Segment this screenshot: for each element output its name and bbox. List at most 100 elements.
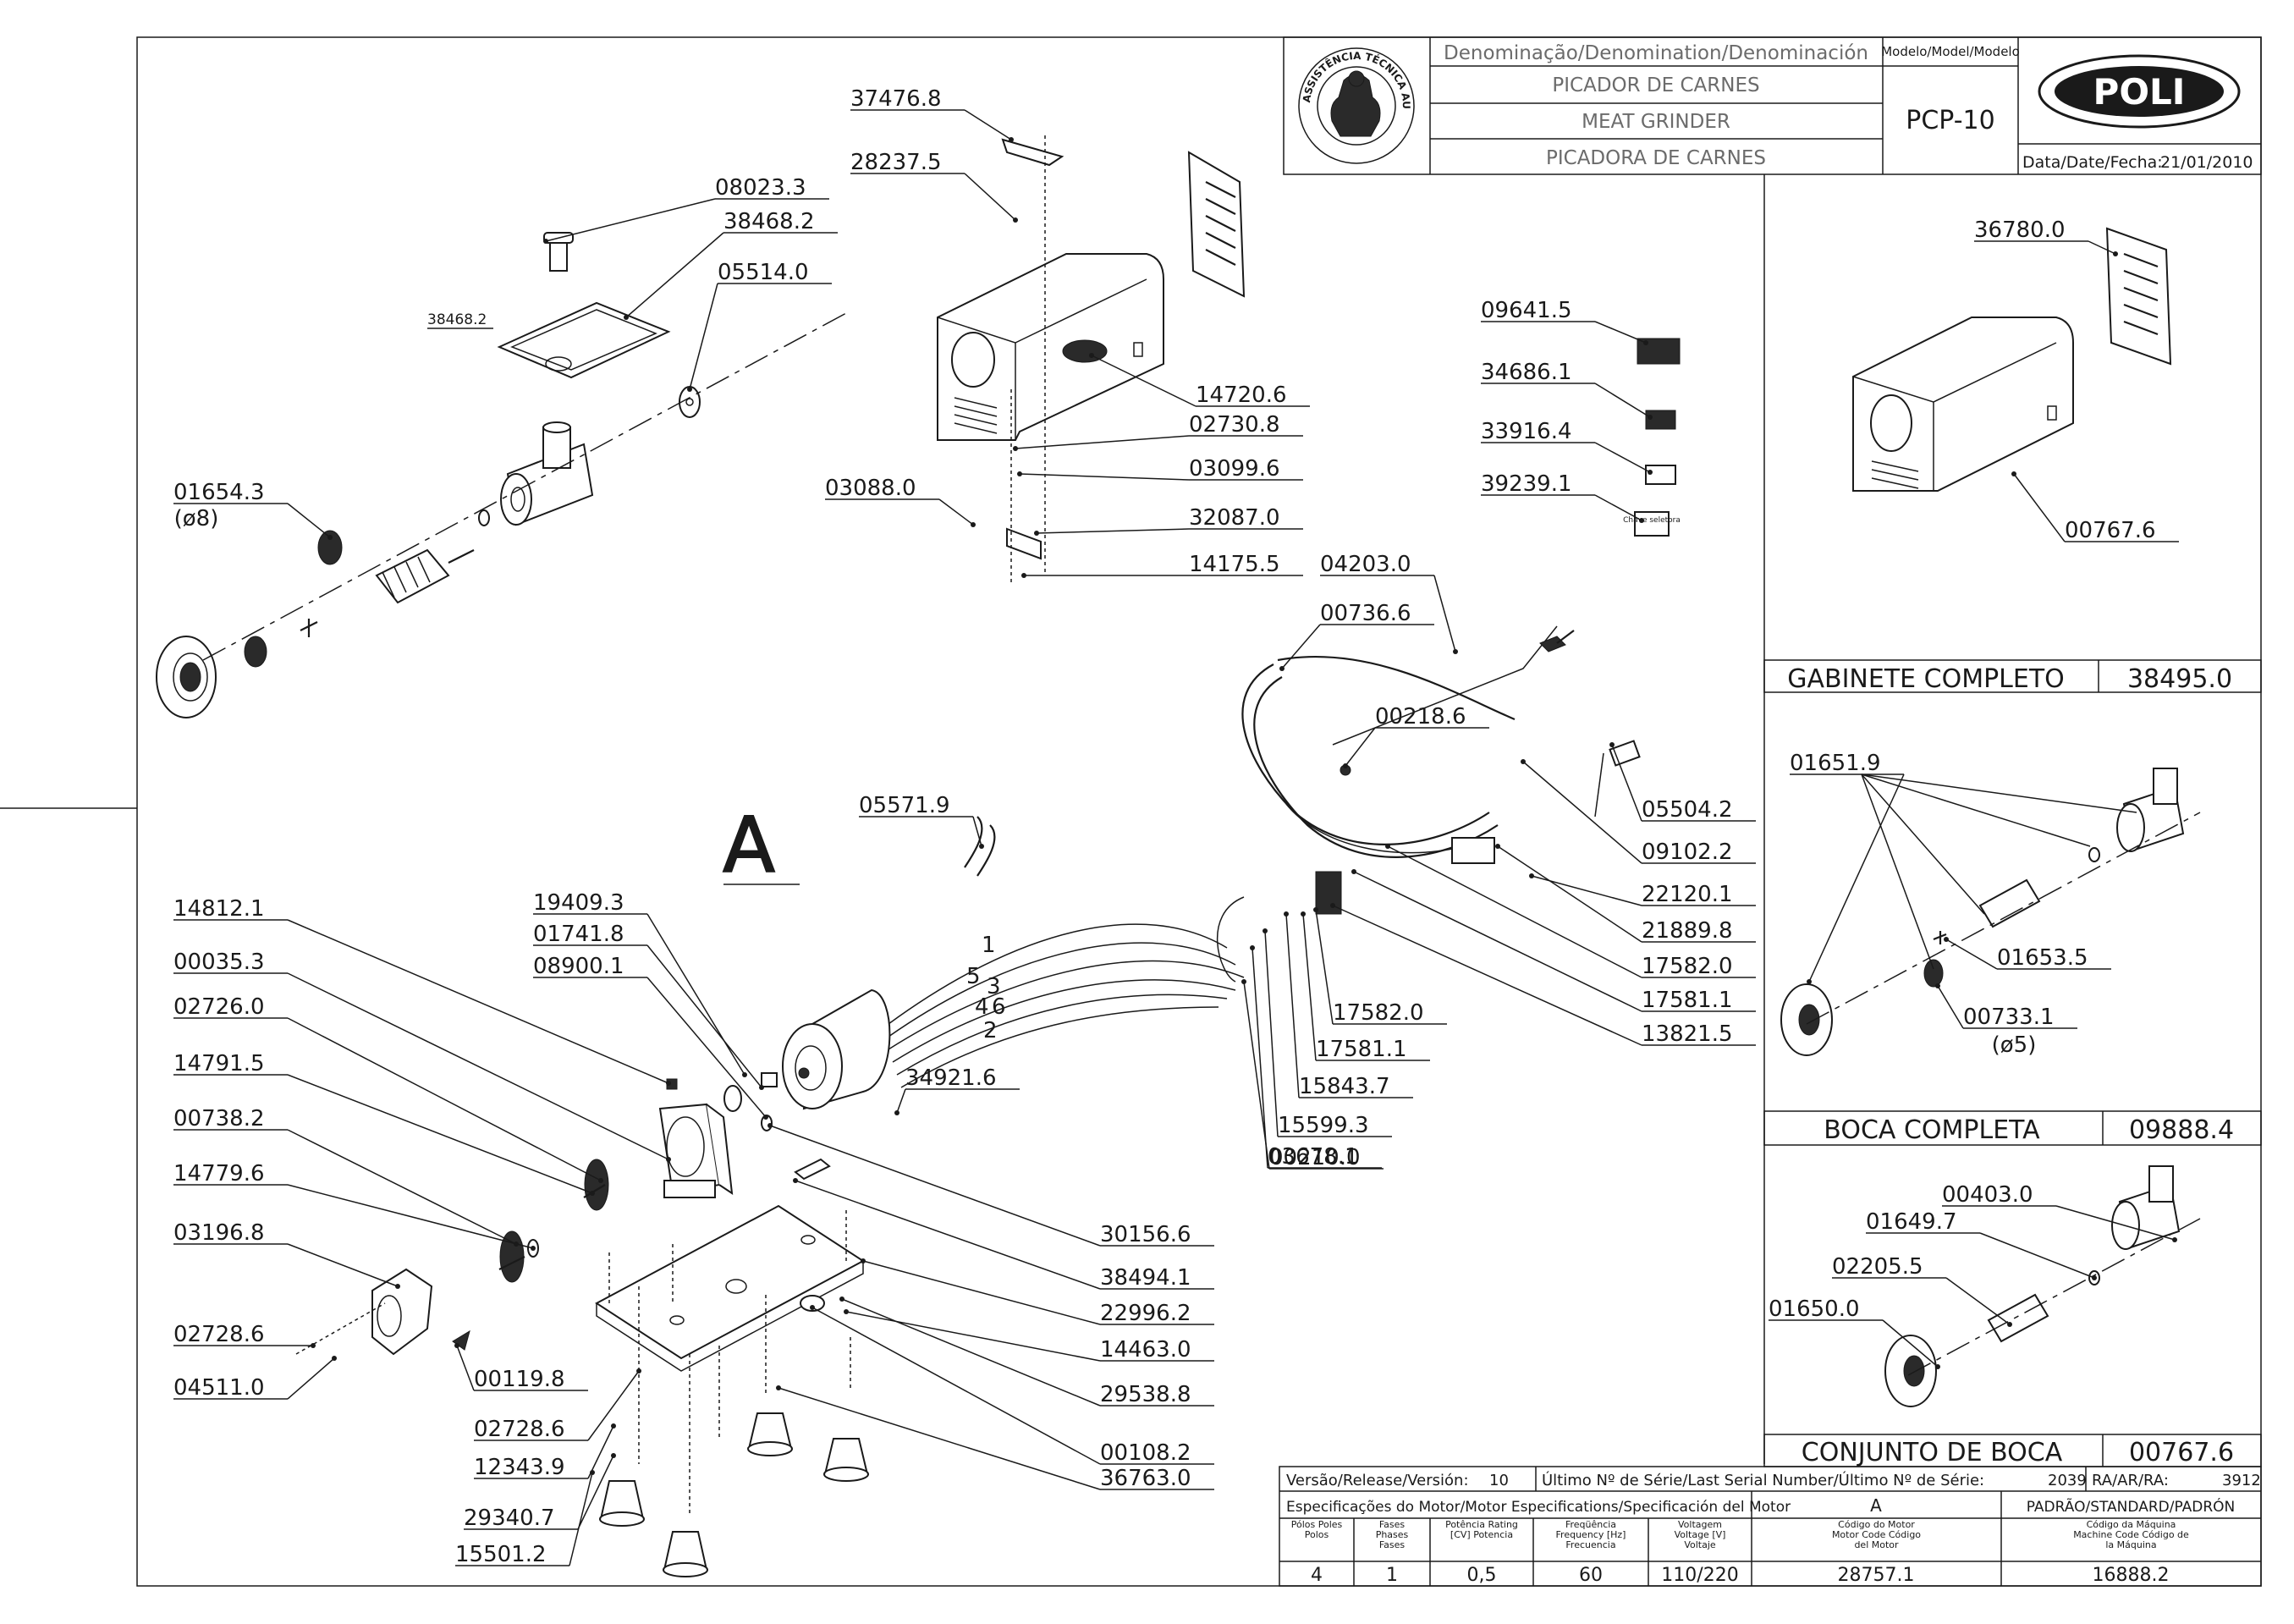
part-callout: 01651.9 — [1790, 751, 1881, 776]
denomination-header: Denominação/Denomination/Denominación — [1444, 42, 1868, 64]
part-callout: 04511.0 — [173, 1375, 265, 1401]
leader-line — [569, 1472, 593, 1566]
leader-line — [287, 919, 669, 1084]
seal-text: ASSISTÊNCIA TÉCNICA AUTORIZADA — [0, 0, 1412, 109]
leader-dot — [1034, 531, 1039, 536]
leader-dot — [590, 1470, 595, 1475]
leader-dot — [666, 1081, 671, 1086]
leader-line — [1945, 1277, 2011, 1325]
leader-line — [1937, 985, 1964, 1029]
leader-line — [1979, 1232, 2095, 1279]
part-callout: 17581.1 — [1316, 1037, 1407, 1062]
leader-dot — [839, 1296, 844, 1302]
part-callout: 03088.0 — [825, 476, 916, 501]
leader-line — [896, 1088, 906, 1114]
leader-dot — [1089, 353, 1094, 358]
part-callout: 33916.4 — [1481, 419, 1572, 444]
decal-rating — [1645, 410, 1676, 430]
part-callout: 01741.8 — [533, 922, 624, 947]
part-callout: 39239.1 — [1481, 471, 1572, 497]
part-callout: 05504.2 — [1642, 797, 1733, 823]
cabinet-complete-view — [1852, 227, 2172, 492]
callouts: 37476.828237.508023.338468.238468.205514… — [173, 86, 2156, 1567]
leader-line — [2013, 473, 2066, 542]
leader-line — [646, 977, 767, 1118]
leader-line — [1882, 1319, 1939, 1368]
standard-label: PADRÃO/STANDARD/PADRÓN — [2027, 1497, 2236, 1516]
leader-line — [287, 972, 669, 1160]
part-callout: 17582.0 — [1333, 1000, 1424, 1026]
leader-line — [456, 1345, 475, 1391]
col-header-voltage: Voltagem Voltage [V] Voltaje — [1674, 1520, 1726, 1550]
leader-dot — [1935, 1364, 1940, 1369]
ra-value: 3912 — [2222, 1472, 2261, 1489]
part-callout: 00738.2 — [173, 1106, 265, 1131]
part-callout: 00767.6 — [2065, 518, 2156, 543]
part-callout: 02205.5 — [1832, 1254, 1923, 1280]
cabinet — [937, 138, 1164, 441]
col-header-frequency: Freqüência Frequency [Hz] Frecuencia — [1555, 1520, 1626, 1550]
leader-line — [972, 816, 982, 847]
base-plate — [595, 1158, 865, 1372]
product-name-pt: PICADOR DE CARNES — [1552, 74, 1759, 96]
leader-line — [287, 1184, 534, 1249]
leader-dot — [543, 239, 548, 244]
part-callout: 19409.3 — [533, 890, 624, 916]
leader-line — [1036, 528, 1190, 534]
value-frequency: 60 — [1579, 1565, 1603, 1586]
part-callout: 01654.3 — [173, 480, 265, 505]
ventilation-cover-top — [1187, 151, 1246, 298]
leader-dot — [611, 1423, 616, 1429]
assembly-name-mouth: BOCA COMPLETA — [1824, 1115, 2040, 1145]
part-callout: 14791.5 — [173, 1051, 265, 1076]
col-header-poles: Pólos Poles Polos — [1290, 1520, 1343, 1540]
part-callout: 14779.6 — [173, 1161, 265, 1186]
col-header-phases: Fases Phases Fases — [1375, 1520, 1409, 1550]
leader-dot — [763, 1115, 768, 1120]
gear-housing — [658, 1078, 734, 1198]
gear-cover — [371, 1268, 470, 1356]
date-label: Data/Date/Fecha: — [2022, 153, 2163, 172]
authorized-service-seal: ASSISTÊNCIA TÉCNICA AUTORIZADA — [0, 0, 1415, 164]
value-phases: 1 — [1386, 1565, 1398, 1586]
leader-dot — [2007, 1322, 2012, 1327]
poli-logo: POLI — [2038, 54, 2241, 129]
leader-dot — [687, 387, 692, 392]
part-callout: 29340.7 — [464, 1506, 555, 1531]
part-callout: 00210.0 — [1269, 1145, 1361, 1170]
leader-dot — [1648, 470, 1653, 475]
part-callout: 32087.0 — [1189, 505, 1280, 531]
assembly-code-mouth-set: 00767.6 — [2129, 1438, 2234, 1467]
part-callout: 14720.6 — [1196, 383, 1287, 408]
wire-number: 1 — [982, 933, 996, 958]
leader-line — [1522, 761, 1642, 864]
leader-dot — [1284, 911, 1289, 917]
wire-numbers: 1 5 3 4 6 2 — [966, 933, 1006, 1043]
part-callout: 03678.1 — [1268, 1144, 1359, 1170]
part-callout: 01649.7 — [1866, 1209, 1957, 1235]
leader-line — [964, 109, 1012, 140]
leader-line — [1264, 930, 1279, 1137]
leader-dot — [1009, 137, 1014, 142]
decal-ground — [1645, 465, 1676, 485]
motor-variant: A — [1870, 1495, 1882, 1516]
leader-dot — [1643, 340, 1648, 345]
leader-dot — [1250, 945, 1255, 950]
shaft-coupling — [723, 1072, 778, 1131]
leader-line — [1019, 473, 1190, 481]
model-code: PCP-10 — [1906, 106, 1994, 135]
leader-line — [1285, 913, 1300, 1098]
leader-dot — [1301, 911, 1306, 917]
part-callout: 02726.0 — [173, 994, 265, 1020]
electric-motor — [782, 988, 891, 1110]
rubber-feet — [599, 1412, 869, 1577]
part-callout: 14812.1 — [173, 896, 265, 922]
leader-line — [1594, 494, 1642, 521]
part-callout: 01650.0 — [1769, 1296, 1860, 1322]
part-callout: 22996.2 — [1100, 1301, 1191, 1326]
leader-dot — [1453, 649, 1458, 654]
leader-line — [287, 1074, 593, 1194]
part-callout: 13821.5 — [1642, 1021, 1733, 1047]
leader-line — [841, 1298, 1101, 1407]
detail-A-marker: A — [722, 801, 800, 891]
